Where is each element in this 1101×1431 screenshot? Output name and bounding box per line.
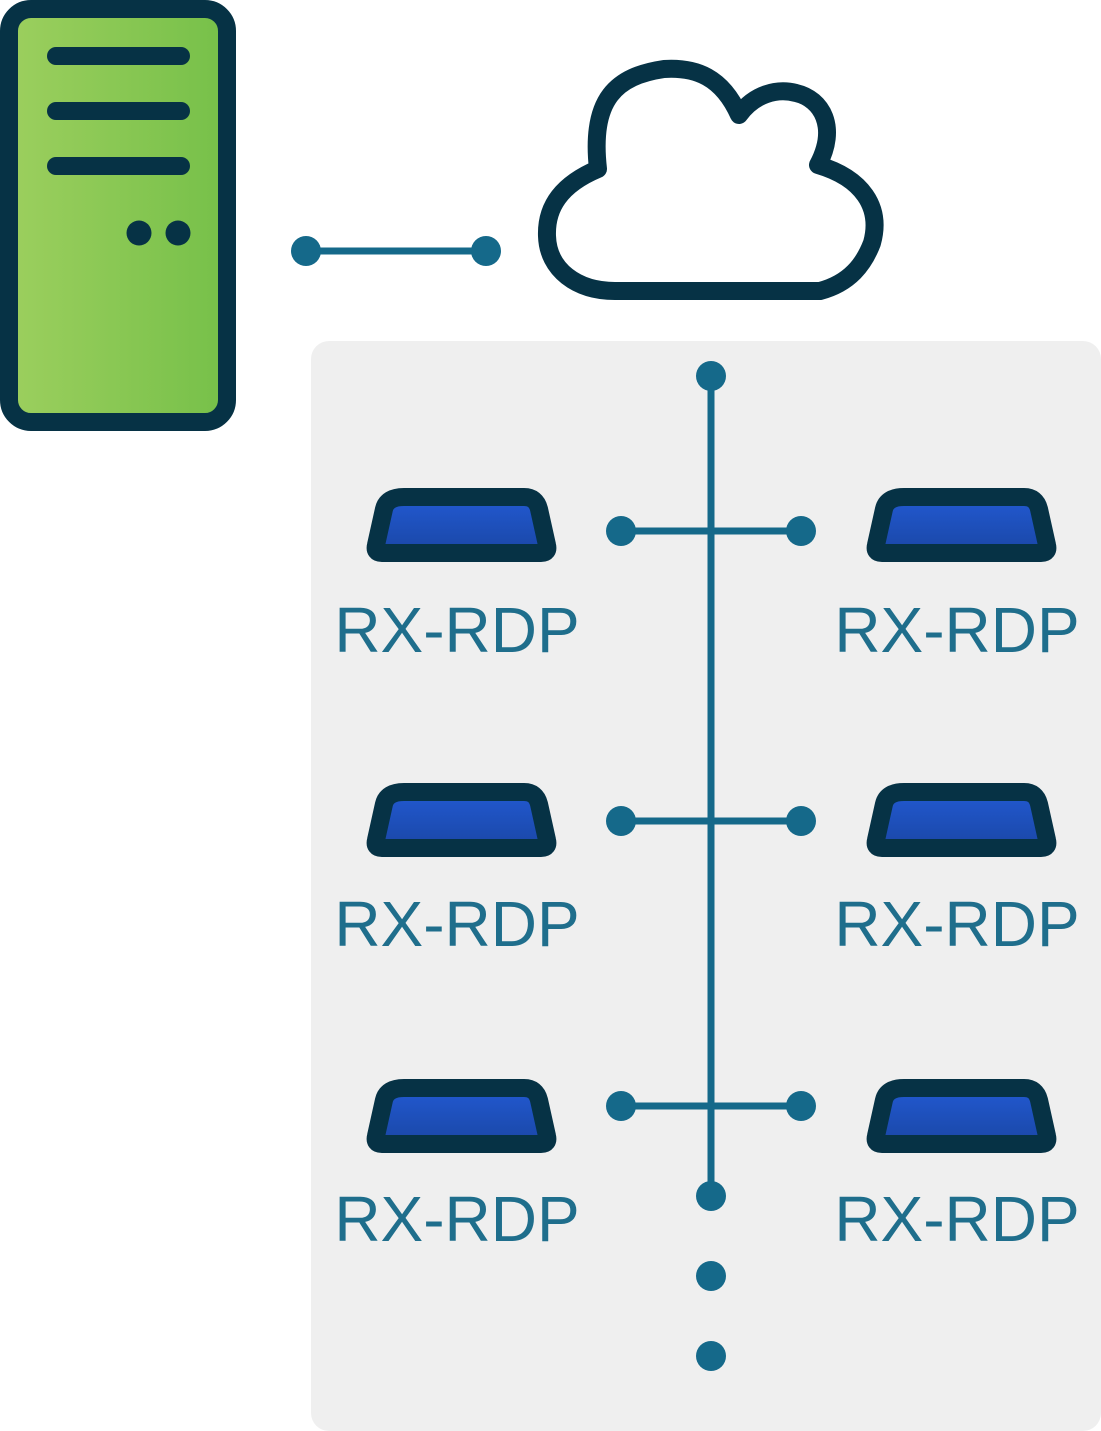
rx-rdp-device-icon [376,792,548,848]
device-label: RX-RDP [334,594,579,666]
branch-row-3 [606,1091,816,1121]
branch-row-1 [606,516,816,546]
device-label: RX-RDP [834,888,1079,960]
rx-rdp-device-icon [876,497,1048,553]
device-1: RX-RDP [334,497,580,666]
rx-rdp-device-icon [876,1088,1048,1144]
rx-rdp-device-icon [876,792,1048,848]
device-panel [311,341,1101,1431]
device-4: RX-RDP [834,792,1080,960]
continuation-dots [696,1261,726,1371]
device-6: RX-RDP [834,1088,1080,1255]
device-label: RX-RDP [334,888,579,960]
device-3: RX-RDP [334,792,580,960]
bus-line [696,361,726,1211]
server-cloud-link [291,236,501,266]
branch-row-2 [606,806,816,836]
cloud-icon [537,59,884,300]
server-icon [0,0,236,431]
device-label: RX-RDP [834,594,1079,666]
rx-rdp-device-icon [376,497,548,553]
device-5: RX-RDP [334,1088,580,1255]
device-label: RX-RDP [334,1183,579,1255]
device-label: RX-RDP [834,1183,1079,1255]
device-2: RX-RDP [834,497,1080,666]
rx-rdp-device-icon [376,1088,548,1144]
